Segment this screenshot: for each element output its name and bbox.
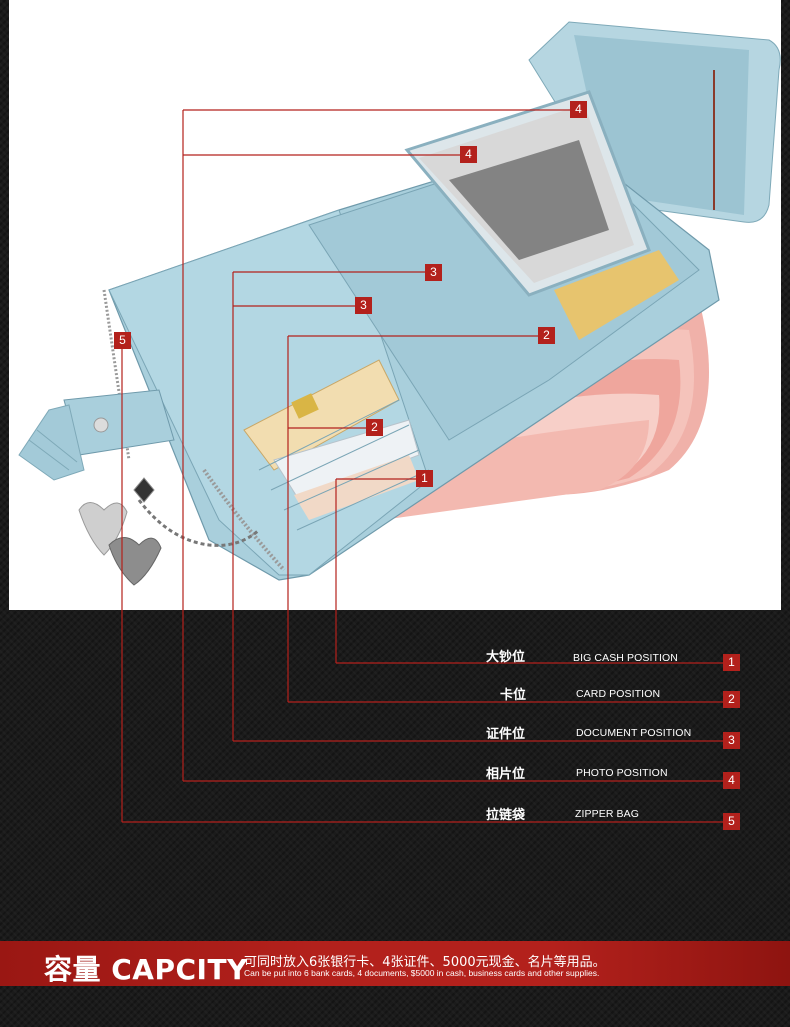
marker-4-lower: 4 (460, 146, 477, 163)
legend-cn-5: 拉链袋 (486, 808, 526, 823)
marker-2-lower: 2 (366, 419, 383, 436)
marker-5: 5 (114, 332, 131, 349)
marker-2-upper: 2 (538, 327, 555, 344)
marker-3-upper: 3 (425, 264, 442, 281)
banner-title: 容量 CAPCITY (44, 953, 248, 986)
banner-description-cn: 可同时放入6张银行卡、4张证件、5000元现金、名片等用品。 (244, 955, 606, 970)
legend-en-4: PHOTO POSITION (576, 767, 668, 779)
marker-3-lower: 3 (355, 297, 372, 314)
heart-charm-dark (108, 537, 162, 586)
legend-en-5: ZIPPER BAG (575, 808, 640, 820)
legend-number-1: 1 (723, 654, 740, 671)
legend-cn-1: 大钞位 (486, 650, 526, 665)
legend-en-3: DOCUMENT POSITION (576, 727, 692, 739)
heart-charm (78, 502, 128, 556)
legend-cn-4: 相片位 (486, 767, 526, 782)
legend-number-5: 5 (723, 813, 740, 830)
capacity-banner (0, 941, 790, 986)
legend-cn-3: 证件位 (486, 727, 526, 742)
legend-number-3: 3 (723, 732, 740, 749)
legend-en-2: CARD POSITION (576, 688, 661, 700)
product-photo (9, 0, 781, 610)
legend-en-1: BIG CASH POSITION (573, 652, 678, 664)
legend-cn-2: 卡位 (500, 688, 527, 703)
marker-1: 1 (416, 470, 433, 487)
wallet-illustration (18, 21, 781, 586)
marker-4-upper: 4 (570, 101, 587, 118)
legend-number-4: 4 (723, 772, 740, 789)
tassel (18, 404, 85, 481)
legend-number-2: 2 (723, 691, 740, 708)
banner-description-en: Can be put into 6 bank cards, 4 document… (244, 968, 600, 978)
